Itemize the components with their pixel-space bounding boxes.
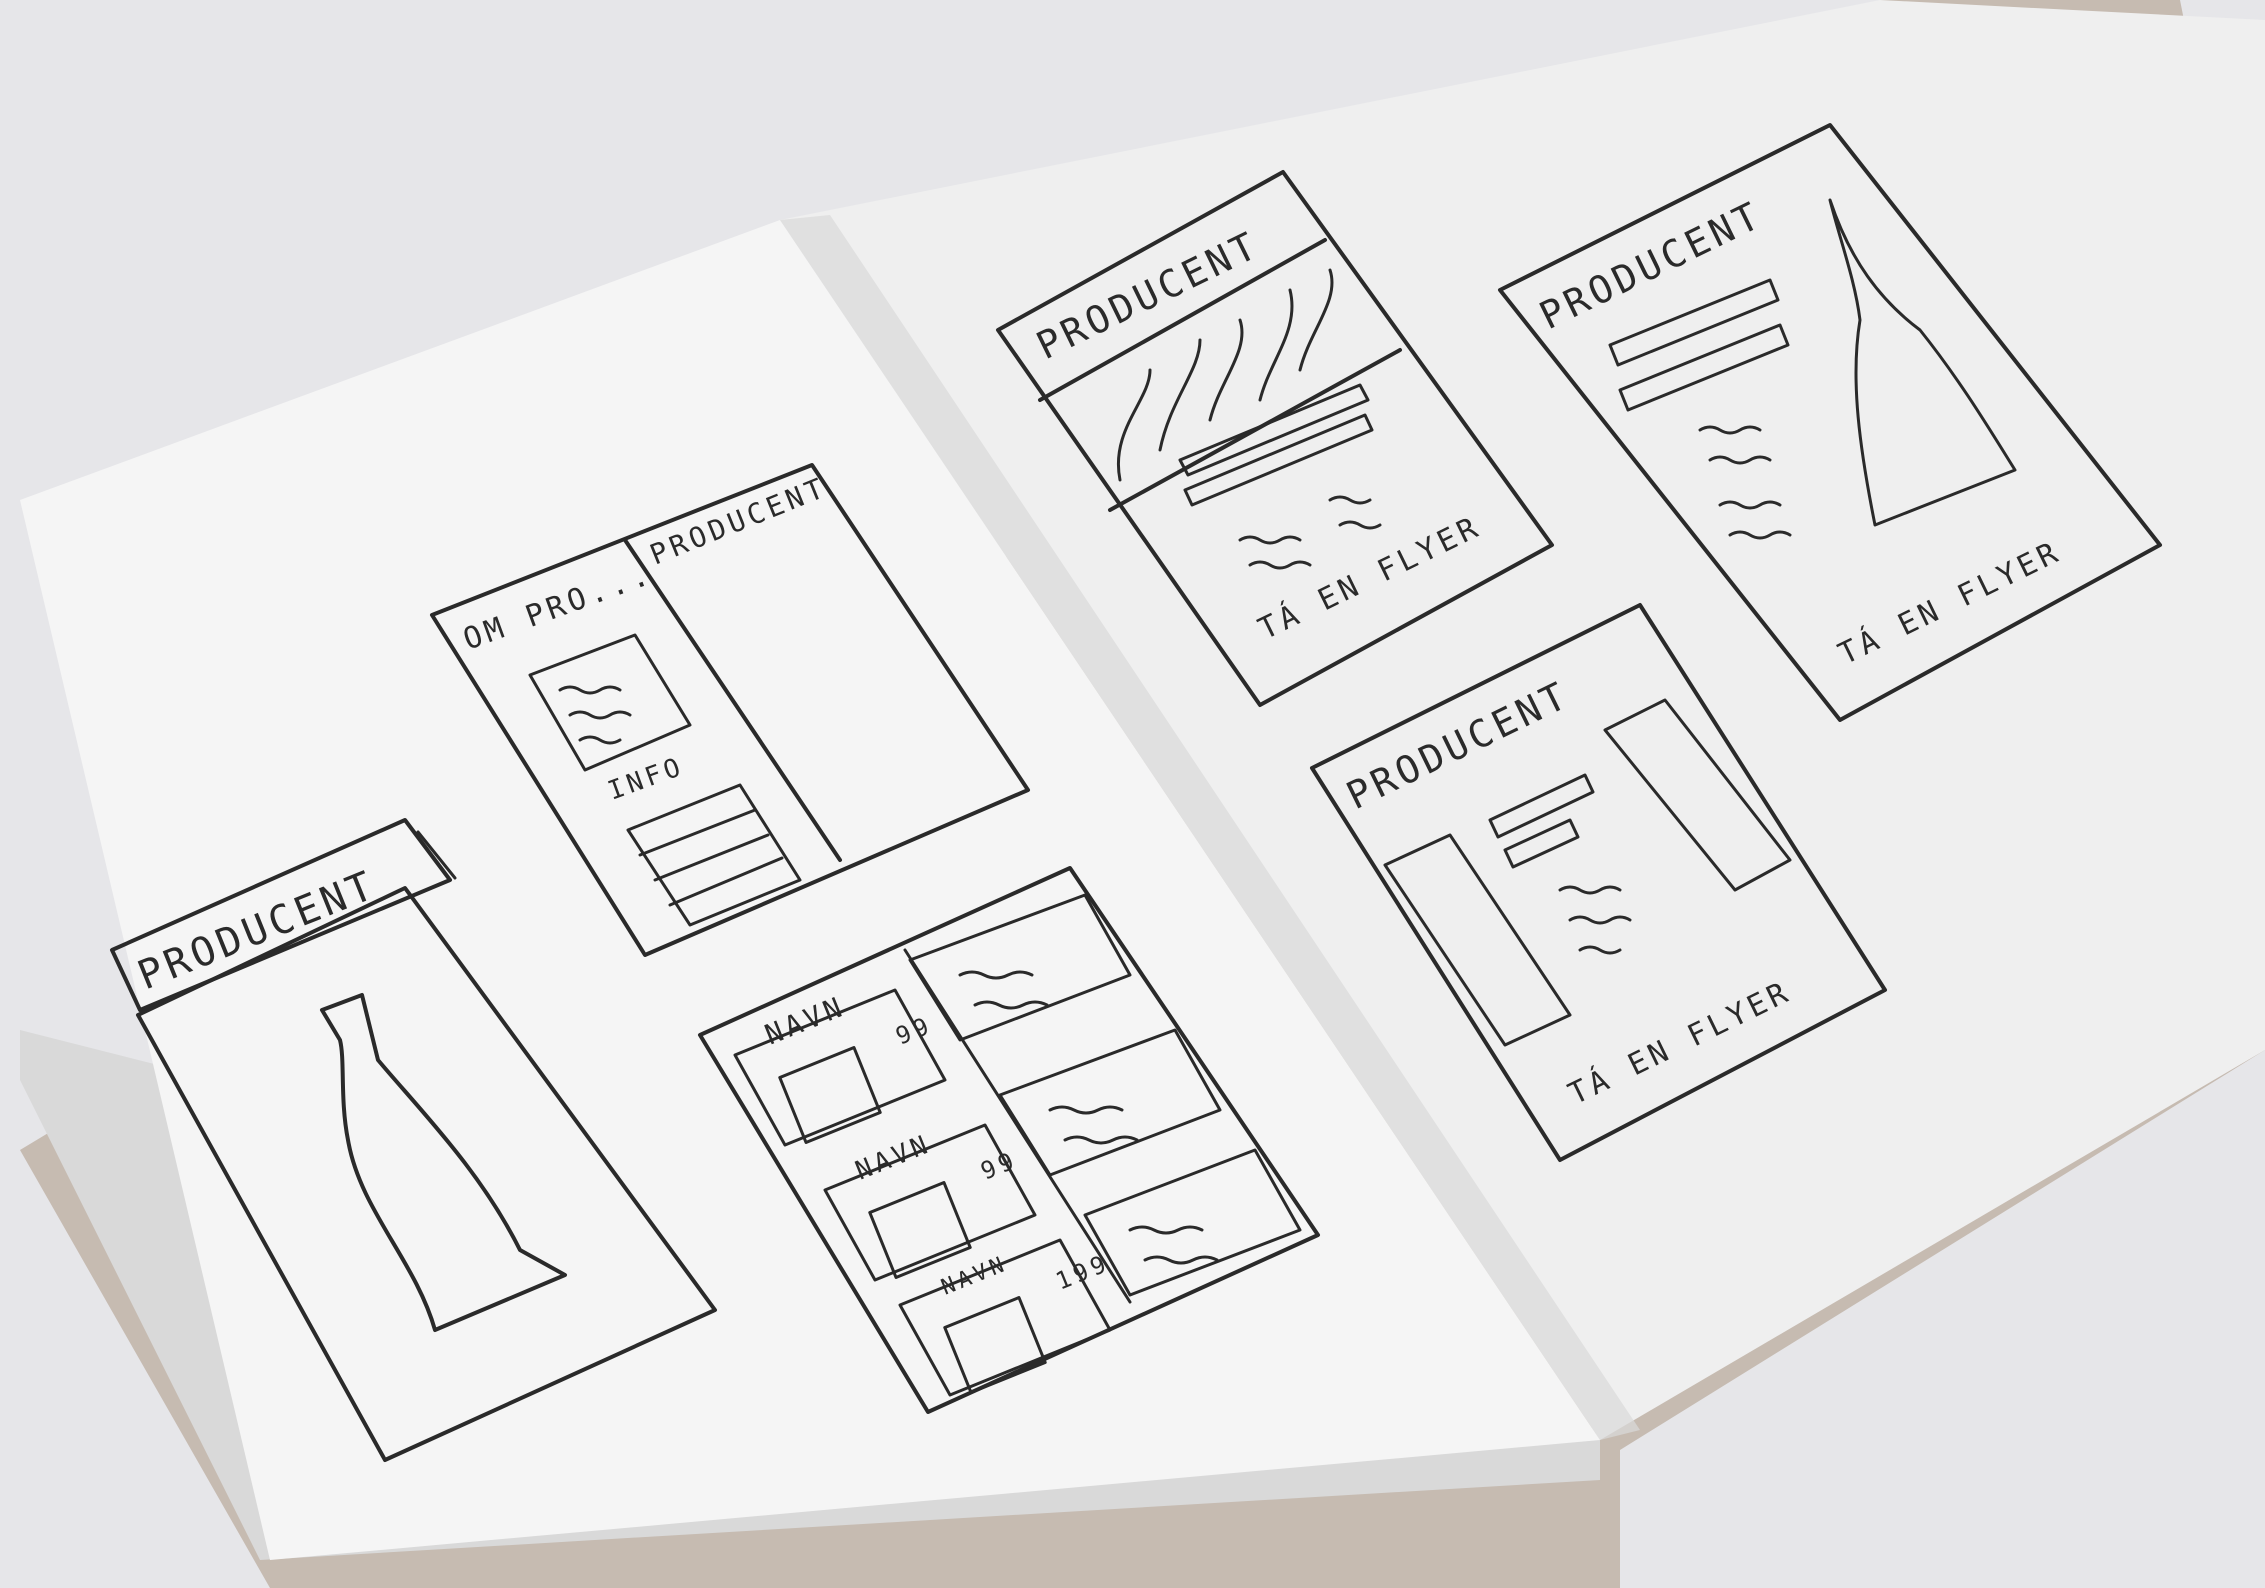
notebook-photo: PRODUCENT OM PRO... PRODUCENT INFO NAVN …	[0, 0, 2265, 1588]
notebook-scene: PRODUCENT OM PRO... PRODUCENT INFO NAVN …	[0, 0, 2265, 1588]
